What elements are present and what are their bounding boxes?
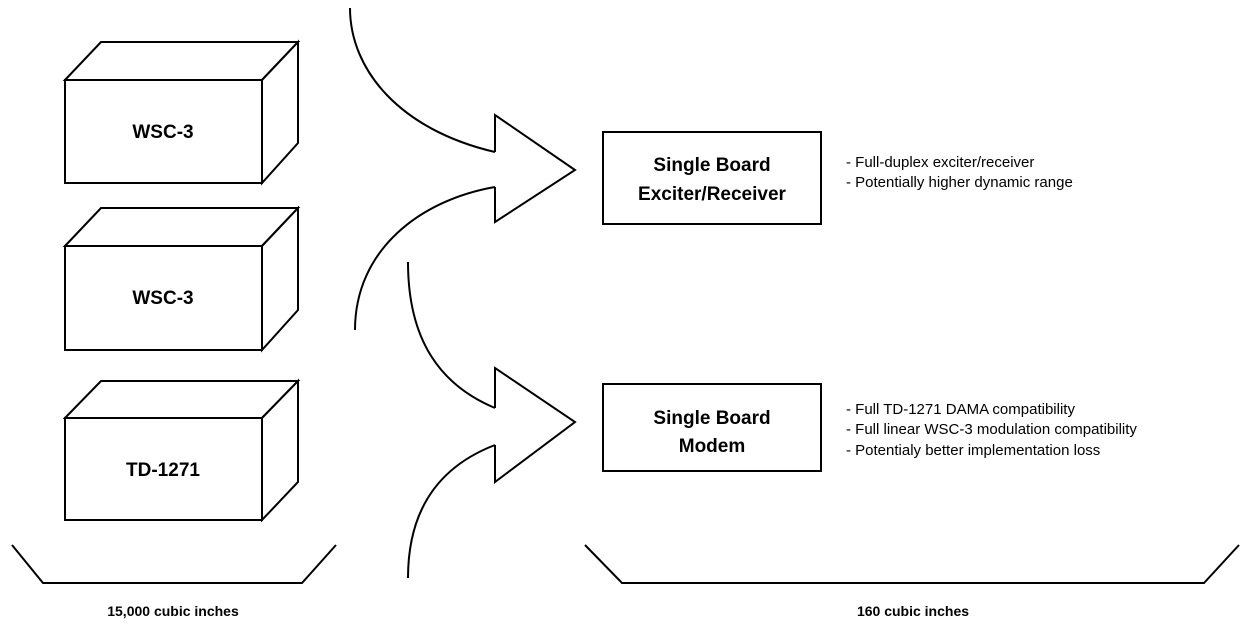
feature-item: - Potentialy better implementation loss — [846, 442, 1100, 459]
feeder-curve-bottom — [407, 444, 496, 579]
legacy-brace — [11, 544, 337, 584]
replacement-box-modem: Single Board Modem — [602, 383, 822, 472]
features-exciter-receiver: - Full-duplex exciter/receiver - Potenti… — [846, 154, 1073, 191]
merge-arrow-top — [494, 113, 577, 224]
legacy-box-label: TD-1271 — [126, 460, 200, 481]
replacement-brace — [584, 544, 1240, 584]
feeder-curve-mid — [354, 186, 496, 331]
merge-arrow-bottom — [494, 366, 577, 484]
legacy-volume-label: 15,000 cubic inches — [107, 603, 239, 619]
feature-item: - Full TD-1271 DAMA compatibility — [846, 401, 1075, 418]
feature-item: - Full-duplex exciter/receiver — [846, 154, 1034, 171]
feeder-curve-lower — [407, 261, 496, 409]
feeder-curve-top — [349, 7, 496, 153]
legacy-box-wsc3-1: WSC-3 — [62, 39, 301, 186]
replacement-title-line: Exciter/Receiver — [638, 184, 786, 205]
replacement-box-exciter-receiver: Single Board Exciter/Receiver — [602, 131, 822, 225]
features-modem: - Full TD-1271 DAMA compatibility - Full… — [846, 401, 1137, 459]
feature-item: - Potentially higher dynamic range — [846, 174, 1073, 191]
legacy-box-wsc3-2: WSC-3 — [62, 205, 301, 353]
replacement-volume-label: 160 cubic inches — [857, 603, 969, 619]
legacy-box-label: WSC-3 — [132, 122, 193, 143]
replacement-title-line: Single Board — [653, 155, 770, 176]
replacement-title-line: Single Board — [653, 408, 770, 429]
replacement-title-line: Modem — [679, 436, 746, 457]
feature-item: - Full linear WSC-3 modulation compatibi… — [846, 421, 1137, 438]
legacy-box-label: WSC-3 — [132, 288, 193, 309]
legacy-box-td1271: TD-1271 — [62, 378, 301, 523]
